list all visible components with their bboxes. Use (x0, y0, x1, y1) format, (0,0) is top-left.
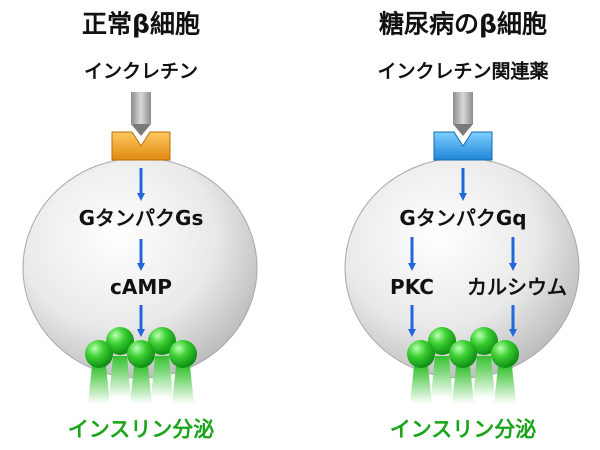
insulin-granule (85, 340, 113, 368)
diabetic-cell-title: 糖尿病のβ細胞 (379, 9, 547, 39)
insulin-stem (494, 366, 516, 404)
incretin-label: インクレチン (83, 60, 199, 83)
right-panel-graphics (344, 92, 580, 404)
insulin-stem (130, 366, 152, 404)
incretin-drug-ligand-rod (453, 92, 473, 124)
insulin-stem (410, 366, 432, 404)
insulin-granule (148, 327, 176, 355)
insulin-stem (452, 366, 474, 404)
insulin-stem (431, 356, 453, 398)
calcium-label: カルシウム (467, 275, 567, 299)
incretin-drug-receptor (433, 131, 493, 161)
normal-cell-title: 正常β細胞 (82, 9, 200, 39)
insulin-stem (88, 366, 110, 404)
insulin-granule (127, 340, 155, 368)
camp-label: cAMP (110, 275, 172, 299)
insulin-secretion-label-left: インスリン分泌 (67, 417, 215, 442)
insulin-granule (449, 340, 477, 368)
insulin-secretion-label-right: インスリン分泌 (389, 417, 537, 442)
gs-protein-label: GタンパクGs (78, 206, 204, 230)
incretin-drug-label: インクレチン関連薬 (377, 60, 549, 83)
incretin-drug-ligand-tip (453, 124, 473, 136)
insulin-granule (428, 327, 456, 355)
insulin-granule (169, 340, 197, 368)
incretin-receptor (111, 131, 171, 161)
insulin-stem (109, 356, 131, 398)
insulin-stem (172, 366, 194, 404)
left-panel-graphics (22, 92, 258, 404)
insulin-granule (407, 340, 435, 368)
incretin-ligand-rod (131, 92, 151, 124)
insulin-stem (473, 356, 495, 398)
insulin-granule (106, 327, 134, 355)
insulin-granule (470, 327, 498, 355)
insulin-granules-right (407, 327, 519, 404)
pkc-label: PKC (390, 275, 434, 299)
insulin-granule (491, 340, 519, 368)
gq-protein-label: GタンパクGq (399, 206, 527, 230)
insulin-granules-left (85, 327, 197, 404)
insulin-stem (151, 356, 173, 398)
incretin-ligand-tip (131, 124, 151, 136)
